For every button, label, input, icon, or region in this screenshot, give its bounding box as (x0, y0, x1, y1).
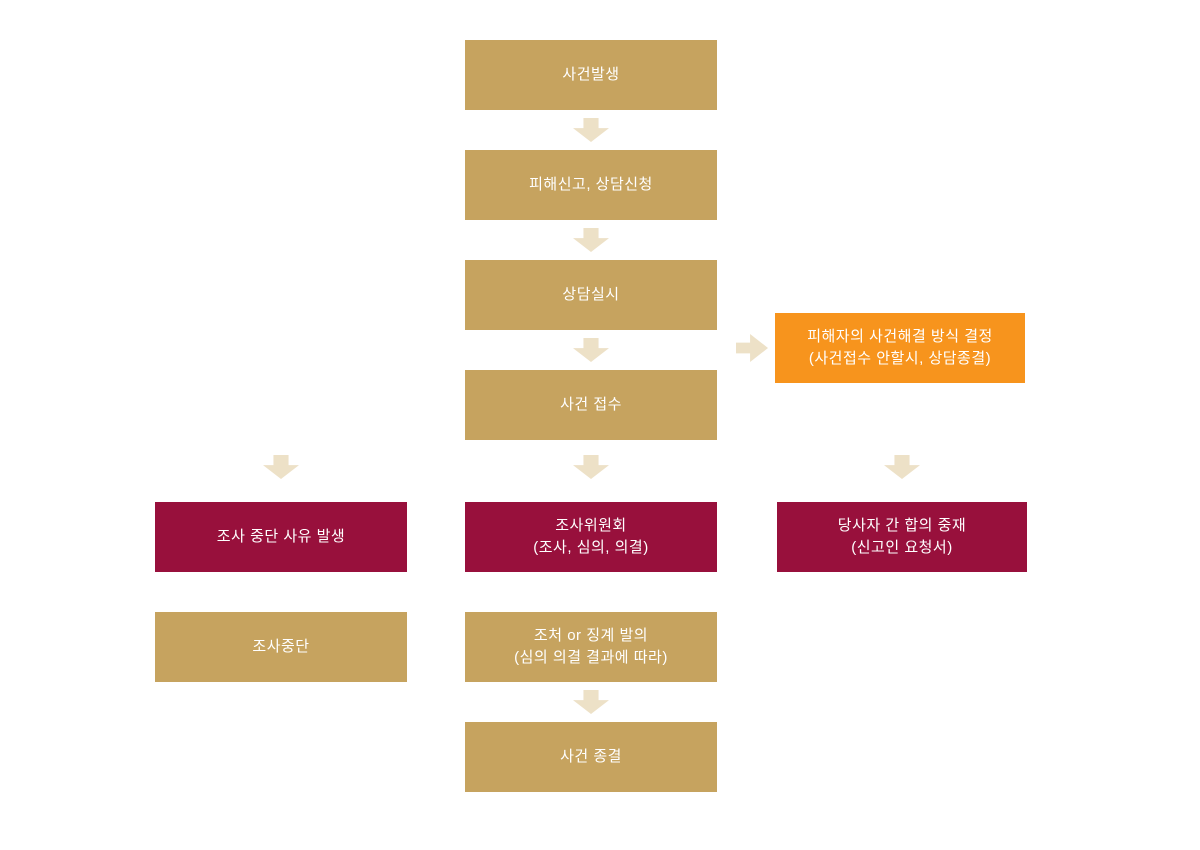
down-arrow-icon (573, 455, 609, 479)
flow-node-mediation: 당사자 간 합의 중재 (신고인 요청서) (777, 502, 1027, 572)
flow-node-report-label: 피해신고, 상담신청 (529, 176, 653, 193)
down-arrow-icon (573, 118, 609, 142)
flow-node-case-acceptance: 사건 접수 (465, 370, 717, 440)
flow-node-resolution-decision-line1: 피해자의 사건해결 방식 결정 (807, 328, 993, 345)
down-arrow-icon (263, 455, 299, 479)
flow-node-case-acceptance-label: 사건 접수 (560, 396, 622, 413)
flow-node-incident: 사건발생 (465, 40, 717, 110)
flow-node-committee-line2: (조사, 심의, 의결) (533, 539, 649, 556)
right-arrow-icon (736, 334, 768, 362)
flow-node-case-closed-label: 사건 종결 (560, 748, 622, 765)
flow-node-halt-reason-label: 조사 중단 사유 발생 (216, 528, 346, 545)
flow-node-mediation-line1: 당사자 간 합의 중재 (837, 517, 967, 534)
flow-node-halt-label: 조사중단 (252, 638, 310, 655)
flow-node-counseling: 상담실시 (465, 260, 717, 330)
flow-node-counseling-label: 상담실시 (562, 286, 620, 303)
flow-node-halt-reason: 조사 중단 사유 발생 (155, 502, 407, 572)
flow-node-resolution-decision: 피해자의 사건해결 방식 결정 (사건접수 안할시, 상담종결) (775, 313, 1025, 383)
flow-node-action-line1: 조처 or 징계 발의 (533, 627, 649, 644)
flow-node-committee: 조사위원회 (조사, 심의, 의결) (465, 502, 717, 572)
down-arrow-icon (573, 338, 609, 362)
down-arrow-icon (573, 690, 609, 714)
flow-node-incident-label: 사건발생 (562, 66, 620, 83)
flow-node-committee-line1: 조사위원회 (555, 517, 627, 534)
flow-node-resolution-decision-line2: (사건접수 안할시, 상담종결) (808, 350, 992, 367)
flow-node-action-line2: (심의 의결 결과에 따라) (514, 649, 668, 666)
flow-node-report: 피해신고, 상담신청 (465, 150, 717, 220)
flow-node-action: 조처 or 징계 발의 (심의 의결 결과에 따라) (465, 612, 717, 682)
flow-node-mediation-line2: (신고인 요청서) (851, 539, 953, 556)
flow-node-case-closed: 사건 종결 (465, 722, 717, 792)
down-arrow-icon (884, 455, 920, 479)
down-arrow-icon (573, 228, 609, 252)
flow-node-halt: 조사중단 (155, 612, 407, 682)
